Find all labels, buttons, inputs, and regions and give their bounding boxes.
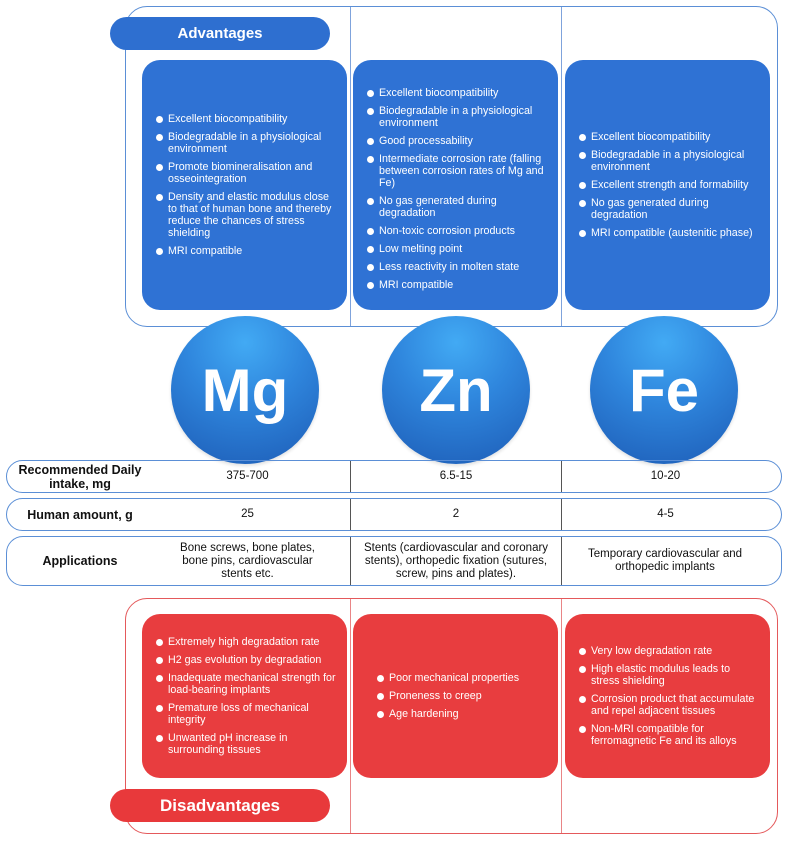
- intake-label: Recommended Daily intake, mg: [18, 462, 142, 491]
- intake-divider-2: [561, 461, 562, 492]
- bullet-item: Biodegradable in a physiological environ…: [156, 131, 337, 155]
- mg-amount-value: 25: [241, 508, 254, 520]
- bullet-item: Promote biomineralisation and osseointeg…: [156, 161, 337, 185]
- amount-row: [6, 498, 782, 531]
- amount-label: Human amount, g: [27, 507, 133, 522]
- bullet-item: Excellent strength and formability: [579, 179, 760, 191]
- zn-applications-value: Stents (cardiovascular and coronary sten…: [363, 541, 549, 580]
- bullet-item: Very low degradation rate: [579, 645, 760, 657]
- bullet-item: Density and elastic modulus close to tha…: [156, 191, 337, 239]
- mg-disadvantages-list: Extremely high degradation rate H2 gas ev…: [156, 636, 337, 756]
- bullet-item: Extremely high degradation rate: [156, 636, 337, 648]
- bullet-item: MRI compatible (austenitic phase): [579, 227, 760, 239]
- advantages-divider-1: [350, 7, 351, 326]
- bullet-item: H2 gas evolution by degradation: [156, 654, 337, 666]
- advantages-label: Advantages: [110, 17, 330, 50]
- fe-applications-value: Temporary cardiovascular and orthopedic …: [587, 548, 743, 573]
- bullet-item: Non-toxic corrosion products: [367, 225, 548, 237]
- applications-label: Applications: [42, 554, 118, 568]
- intake-row: [6, 460, 782, 493]
- fe-element-circle: Fe: [590, 316, 738, 464]
- bullet-item: Excellent biocompatibility: [579, 131, 760, 143]
- bullet-item: Biodegradable in a physiological environ…: [579, 149, 760, 173]
- zn-intake-value: 6.5-15: [439, 470, 473, 482]
- bullet-item: Excellent biocompatibility: [156, 113, 337, 125]
- bullet-item: Unwanted pH increase in surrounding tiss…: [156, 732, 337, 756]
- bullet-item: High elastic modulus leads to stress shi…: [579, 663, 760, 687]
- applications-row: [6, 536, 782, 586]
- fe-amount-value: 4-5: [657, 508, 674, 520]
- mg-disadvantages-box: Extremely high degradation rate H2 gas ev…: [142, 614, 347, 778]
- zn-amount-value: 2: [452, 508, 460, 520]
- zn-element-circle: Zn: [382, 316, 530, 464]
- mg-intake-value: 375-700: [226, 470, 269, 482]
- disadvantages-divider-1: [350, 599, 351, 833]
- bullet-item: Proneness to creep: [377, 690, 548, 702]
- bullet-item: MRI compatible: [156, 245, 337, 257]
- disadvantages-divider-2: [561, 599, 562, 833]
- applications-divider-2: [561, 537, 562, 585]
- bullet-item: Good processability: [367, 135, 548, 147]
- mg-applications-value: Bone screws, bone plates, bone pins, car…: [180, 541, 315, 580]
- amount-divider-2: [561, 499, 562, 530]
- amount-divider-1: [350, 499, 351, 530]
- bullet-item: No gas generated during degradation: [579, 197, 760, 221]
- bullet-item: Premature loss of mechanical integrity: [156, 702, 337, 726]
- applications-divider-1: [350, 537, 351, 585]
- bullet-item: Corrosion product that accumulate and re…: [579, 693, 760, 717]
- bullet-item: MRI compatible: [367, 279, 548, 291]
- bullet-item: Inadequate mechanical strength for load-…: [156, 672, 337, 696]
- disadvantages-label: Disadvantages: [110, 789, 330, 822]
- disadvantages-frame: [125, 598, 778, 834]
- intake-divider-1: [350, 461, 351, 492]
- bullet-item: Excellent biocompatibility: [367, 87, 548, 99]
- bullet-item: Low melting point: [367, 243, 548, 255]
- advantages-divider-2: [561, 7, 562, 326]
- bullet-item: Biodegradable in a physiological environ…: [367, 105, 548, 129]
- bullet-item: No gas generated during degradation: [367, 195, 548, 219]
- fe-intake-value: 10-20: [650, 470, 681, 482]
- bullet-item: Intermediate corrosion rate (falling bet…: [367, 153, 548, 189]
- bullet-item: Non-MRI compatible for ferromagnetic Fe …: [579, 723, 760, 747]
- bullet-item: Less reactivity in molten state: [367, 261, 548, 273]
- mg-element-circle: Mg: [171, 316, 319, 464]
- bullet-item: Poor mechanical properties: [377, 672, 548, 684]
- bullet-item: Age hardening: [377, 708, 548, 720]
